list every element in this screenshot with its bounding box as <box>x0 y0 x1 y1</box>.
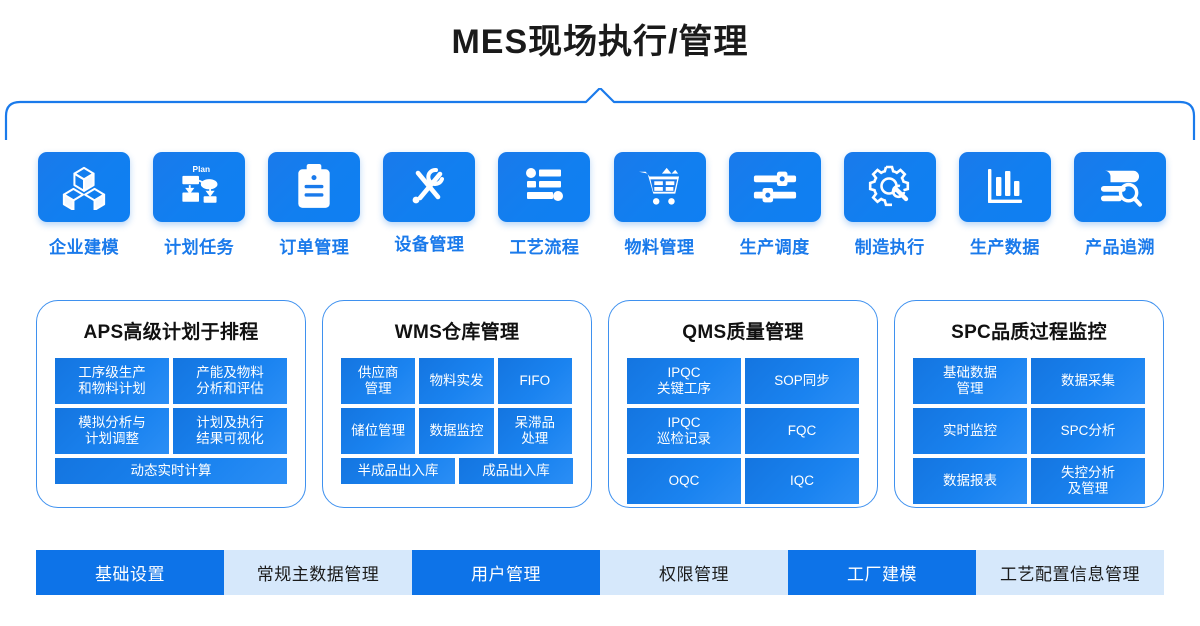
tile[interactable]: 储位管理 <box>341 408 416 454</box>
module-label: 企业建模 <box>49 238 119 257</box>
bottom-bar-item-basic-settings[interactable]: 基础设置 <box>36 550 224 595</box>
bottom-bar-item-user-management[interactable]: 用户管理 <box>412 550 600 595</box>
tile[interactable]: FQC <box>745 408 859 454</box>
card-title: SPC品质过程监控 <box>951 322 1107 343</box>
tile[interactable]: 数据采集 <box>1031 358 1145 404</box>
tile[interactable]: 成品出入库 <box>459 458 573 484</box>
tile[interactable]: 模拟分析与 计划调整 <box>55 408 169 454</box>
tile-grid: 工序级生产 和物料计划 产能及物料 分析和评估 模拟分析与 计划调整 计划及执行… <box>55 358 287 484</box>
tile[interactable]: 数据报表 <box>913 458 1027 504</box>
cart-icon <box>613 152 706 222</box>
card-aps: APS高级计划于排程 工序级生产 和物料计划 产能及物料 分析和评估 模拟分析与… <box>36 300 306 508</box>
cubes-icon <box>38 152 130 222</box>
tile[interactable]: 半成品出入库 <box>341 458 455 484</box>
module-label: 生产数据 <box>969 238 1040 257</box>
module-item-manufacturing-execution[interactable]: 制造执行 <box>843 152 936 264</box>
module-icon-row: 企业建模 Plan 计划任务 <box>38 152 1166 264</box>
module-item-material-management[interactable]: 物料管理 <box>613 152 706 264</box>
module-item-plan-task[interactable]: Plan 计划任务 <box>153 152 246 264</box>
tile[interactable]: 供应商 管理 <box>341 358 416 404</box>
module-label: 设备管理 <box>394 235 465 254</box>
module-label: 工艺流程 <box>509 238 580 257</box>
tile[interactable]: 基础数据 管理 <box>913 358 1027 404</box>
card-title: QMS质量管理 <box>682 322 804 343</box>
module-label: 产品追溯 <box>1084 238 1155 257</box>
tile[interactable]: OQC <box>627 458 741 504</box>
bar-chart-icon <box>958 152 1051 222</box>
module-item-production-scheduling[interactable]: 生产调度 <box>728 152 821 264</box>
svg-text:Plan: Plan <box>193 164 211 174</box>
module-item-process-flow[interactable]: 工艺流程 <box>498 152 591 264</box>
module-cards: APS高级计划于排程 工序级生产 和物料计划 产能及物料 分析和评估 模拟分析与… <box>36 300 1164 508</box>
module-item-enterprise-modeling[interactable]: 企业建模 <box>38 152 130 264</box>
tile[interactable]: SPC分析 <box>1031 408 1145 454</box>
plan-flow-icon: Plan <box>153 152 246 222</box>
tile[interactable]: 呆滞品 处理 <box>497 408 572 454</box>
tile-grid: 基础数据 管理 数据采集 实时监控 SPC分析 数据报表 失控分析 及管理 <box>913 358 1145 504</box>
connector-bracket-icon <box>4 88 1196 140</box>
bottom-bar-item-process-config[interactable]: 工艺配置信息管理 <box>976 550 1164 595</box>
tile[interactable]: 失控分析 及管理 <box>1031 458 1145 504</box>
tile-grid: IPQC 关键工序 SOP同步 IPQC 巡检记录 FQC OQC IQC <box>627 358 859 504</box>
tools-icon <box>383 152 476 222</box>
bottom-bar: 基础设置 常规主数据管理 用户管理 权限管理 工厂建模 工艺配置信息管理 <box>36 550 1164 595</box>
module-label: 物料管理 <box>624 238 695 257</box>
bottom-bar-item-permissions[interactable]: 权限管理 <box>600 550 788 595</box>
card-wms: WMS仓库管理 供应商 管理 物料实发 FIFO 储位管理 数据监控 呆滞品 处… <box>322 300 592 508</box>
tile[interactable]: 物料实发 <box>419 358 494 404</box>
tile[interactable]: SOP同步 <box>745 358 859 404</box>
module-item-production-data[interactable]: 生产数据 <box>958 152 1051 264</box>
gear-wrench-icon <box>843 152 936 222</box>
module-label: 生产调度 <box>739 238 810 257</box>
module-label: 订单管理 <box>279 238 350 257</box>
module-label: 计划任务 <box>164 238 235 257</box>
bottom-bar-item-factory-modeling[interactable]: 工厂建模 <box>788 550 976 595</box>
card-title: APS高级计划于排程 <box>83 322 259 343</box>
tile[interactable]: 实时监控 <box>913 408 1027 454</box>
tile[interactable]: 产能及物料 分析和评估 <box>173 358 287 404</box>
tile[interactable]: 计划及执行 结果可视化 <box>173 408 287 454</box>
tile[interactable]: FIFO <box>497 358 572 404</box>
module-item-product-traceability[interactable]: 产品追溯 <box>1073 152 1166 264</box>
tile-grid: 供应商 管理 物料实发 FIFO 储位管理 数据监控 呆滞品 处理 半成品出入库… <box>341 358 573 484</box>
tile[interactable]: IPQC 巡检记录 <box>627 408 741 454</box>
tile[interactable]: IQC <box>745 458 859 504</box>
card-title: WMS仓库管理 <box>394 322 520 343</box>
card-spc: SPC品质过程监控 基础数据 管理 数据采集 实时监控 SPC分析 数据报表 失… <box>894 300 1164 508</box>
card-qms: QMS质量管理 IPQC 关键工序 SOP同步 IPQC 巡检记录 FQC OQ… <box>608 300 878 508</box>
page-title: MES现场执行/管理 <box>451 23 749 61</box>
clipboard-icon <box>268 152 361 222</box>
tile[interactable]: 工序级生产 和物料计划 <box>55 358 169 404</box>
module-item-order-management[interactable]: 订单管理 <box>268 152 361 264</box>
tile[interactable]: IPQC 关键工序 <box>627 358 741 404</box>
module-item-equipment-management[interactable]: 工艺流程 设备管理 <box>383 152 476 264</box>
doc-search-icon <box>1073 152 1166 222</box>
sliders-icon <box>728 152 821 222</box>
tile[interactable]: 动态实时计算 <box>55 458 287 484</box>
bottom-bar-item-master-data[interactable]: 常规主数据管理 <box>224 550 412 595</box>
process-flow-icon <box>498 152 591 222</box>
module-label: 制造执行 <box>854 238 925 257</box>
tile[interactable]: 数据监控 <box>419 408 494 454</box>
